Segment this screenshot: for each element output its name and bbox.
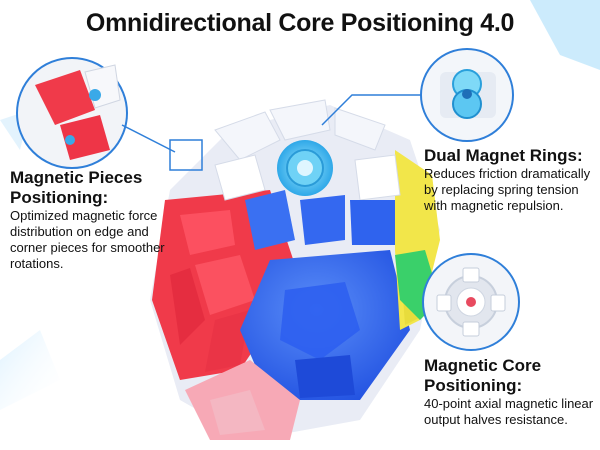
feature-magnetic-pieces: Magnetic Pieces Positioning: Optimized m… [10,168,170,272]
megaminx-cube [150,99,440,440]
feature-heading-pieces: Magnetic Pieces Positioning: [10,168,143,207]
cube-face-white [214,99,401,201]
page-title: Omnidirectional Core Positioning 4.0 [85,9,515,37]
feature-heading-core: Magnetic Core Positioning: [424,356,542,395]
feature-dual-magnet-rings: Dual Magnet Rings: Reduces friction dram… [424,146,596,214]
callout-core [422,253,520,351]
feature-body-rings: Reduces friction dramatically by replaci… [424,166,591,213]
feature-body-core: 40-point axial magnetic linear output ha… [424,396,594,427]
background-shard [530,0,600,70]
feature-body-pieces: Optimized magnetic force distribution on… [10,208,165,271]
feature-heading-rings: Dual Magnet Rings: [424,146,583,165]
feature-magnetic-core: Magnetic Core Positioning: 40-point axia… [424,356,596,428]
callout-rings [321,48,514,142]
callout-pieces [16,57,203,171]
magnetic-core [277,140,333,196]
background-shard [0,330,60,410]
